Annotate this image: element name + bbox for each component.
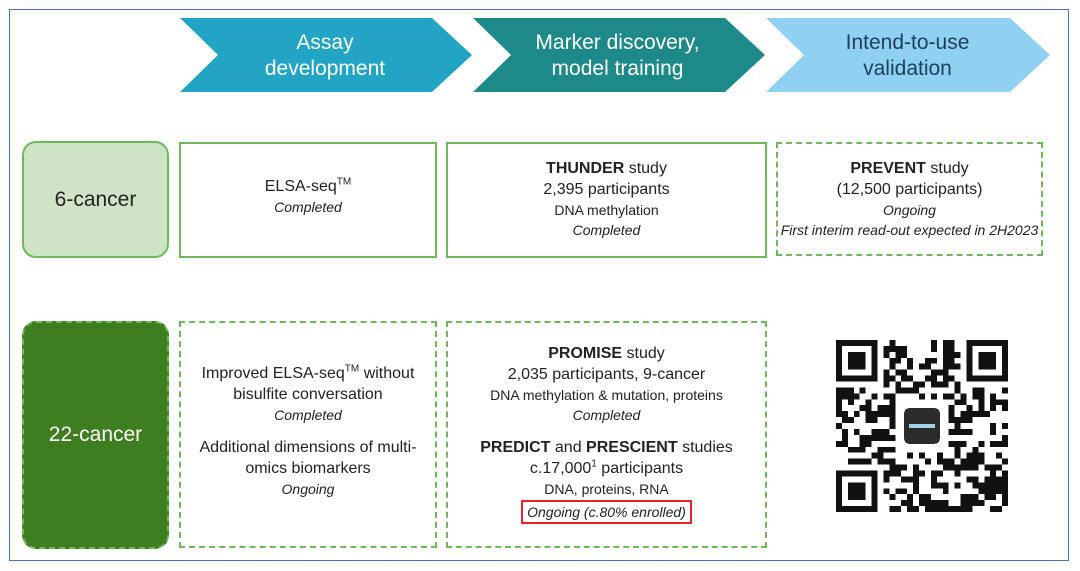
stage-chevron-marker	[473, 18, 765, 92]
stage-chevron-validation	[766, 18, 1050, 92]
row-label-22-cancer: 22-cancer	[22, 321, 169, 549]
cell-22-cancer-marker: PROMISE study 2,035 participants, 9-canc…	[446, 321, 767, 548]
cell-6-cancer-marker: THUNDER study 2,395 participants DNA met…	[446, 142, 767, 258]
stage-chevron-assay	[180, 18, 472, 92]
stage-label-marker: Marker discovery,model training	[535, 31, 700, 80]
row-label-6-cancer: 6-cancer	[22, 141, 169, 258]
stage-chevrons	[180, 18, 1050, 92]
cell-6-cancer-validation: PREVENT study (12,500 participants) Ongo…	[776, 142, 1043, 256]
qr-code-icon[interactable]	[836, 340, 1008, 512]
cell-6-cancer-assay: ELSA-seqTM Completed	[179, 142, 437, 258]
cell-22-cancer-assay: Improved ELSA-seqTM without bisulfite co…	[179, 321, 437, 548]
enrollment-status-highlight: Ongoing (c.80% enrolled)	[521, 500, 692, 524]
diagram-frame	[9, 9, 1069, 561]
